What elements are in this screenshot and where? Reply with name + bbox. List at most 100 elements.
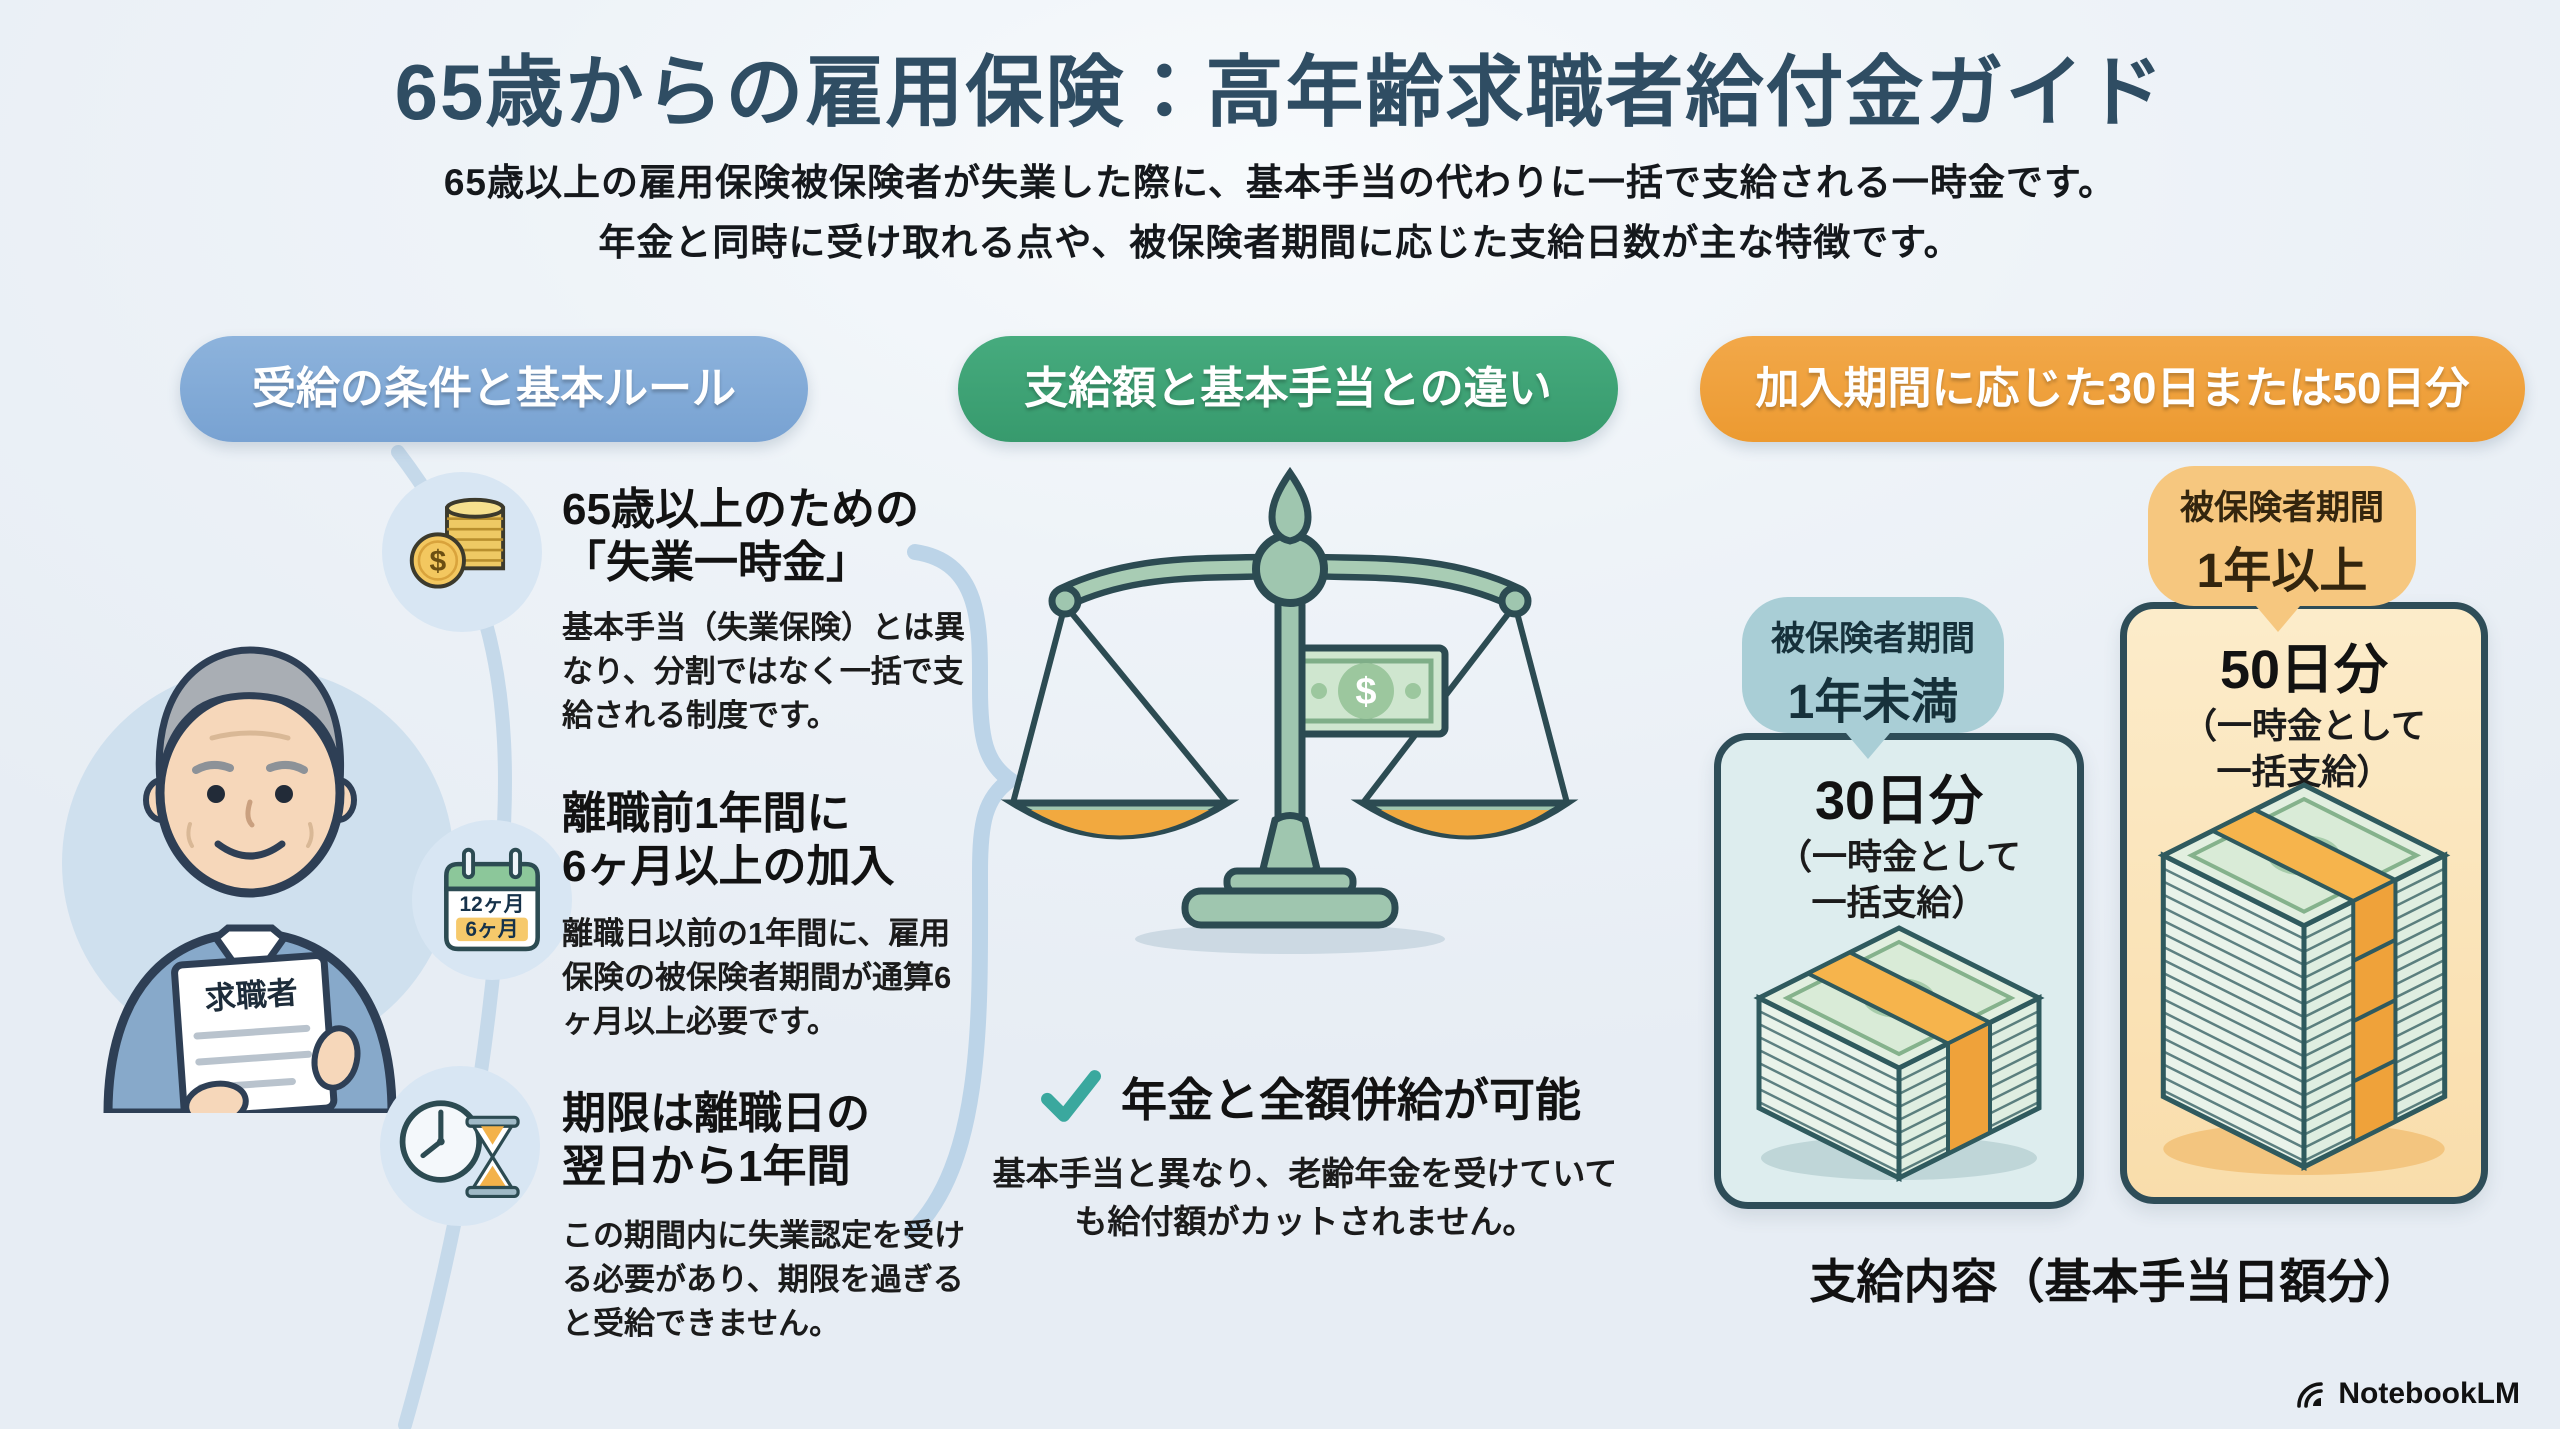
hourglass-bottom-bar: [465, 1185, 520, 1199]
section-header-days: 加入期間に応じた30日または50日分: [1700, 336, 2525, 442]
scale-pole: [1274, 591, 1306, 834]
cheek-line-left: [186, 822, 194, 848]
money-stack-30: $: [1749, 922, 2049, 1184]
item1-heading-line1: 65歳以上のための: [562, 485, 919, 534]
bubble-under-tail: [1846, 733, 1890, 759]
paper-line: [193, 1024, 311, 1040]
eye-right: [275, 785, 293, 803]
item2-heading-line1: 離職前1年間に: [562, 789, 851, 838]
scale-string: [1062, 603, 1230, 805]
senior-jobseeker-illustration: 求職者: [62, 646, 454, 1113]
item3-heading-line2: 翌日から1年間: [562, 1141, 851, 1191]
calendar-row-6months: 6ヶ月: [465, 918, 518, 941]
scale-hook-left: [1048, 584, 1082, 618]
item3-body: この期間内に失業認定を受ける必要があり、期限を過ぎると受給できません。: [562, 1218, 965, 1342]
bubble-over-1year: 被保険者期間 1年以上: [2148, 466, 2416, 632]
bubble-over-line1: 被保険者期間: [2180, 489, 2384, 527]
deadline-icon-circle: [380, 1066, 540, 1226]
subtitle-line2: 年金と同時に受け取れる点や、被保険者期間に応じた支給日数が主な特徴です。: [598, 222, 1962, 263]
bubble-over-line2: 1年以上: [2196, 545, 2368, 598]
scale-shadow: [1135, 924, 1445, 954]
clock-hourglass-icon: [399, 1100, 520, 1199]
card-30days-note2: 一括支給）: [1811, 883, 1987, 923]
page-title: 65歳からの雇用保険：高年齢求職者給付金ガイド: [394, 48, 2166, 136]
clock-center: [437, 1137, 445, 1146]
calendar-header: [444, 861, 540, 892]
brace-decor: [904, 544, 1024, 1240]
dollar-coin-inner: [417, 540, 459, 581]
section-header-compare: 支給額と基本手当との違い: [958, 336, 1618, 442]
scale-string: [1512, 604, 1570, 804]
item2-heading: 離職前1年間に 6ヶ月以上の加入: [562, 788, 982, 894]
calendar-ring: [461, 847, 476, 880]
banknote-dot: [1405, 683, 1421, 699]
scale-plinth-bottom: [1181, 887, 1399, 929]
eyebrow-left: [192, 761, 234, 774]
forehead-wrinkle: [209, 730, 291, 741]
scale-hub: [1252, 531, 1328, 607]
calendar-ring: [508, 847, 523, 880]
card-50days: 50日分 （一時金として 一括支給）: [2120, 602, 2488, 1204]
pension-point-text: 年金と全額併給が可能: [1121, 1074, 1581, 1126]
notebooklm-label: NotebookLM: [2338, 1377, 2520, 1410]
scale-string: [1010, 604, 1068, 804]
notebooklm-icon: [2297, 1382, 2324, 1408]
banknote-dot: [1311, 683, 1327, 699]
eye-left: [207, 785, 225, 803]
dollar-sign: $: [430, 545, 447, 578]
calendar-icon-circle: 12ヶ月 6ヶ月: [412, 820, 572, 980]
band-segment-line: [2352, 998, 2397, 1024]
paper-label: 求職者: [204, 975, 299, 1016]
check-icon: [1041, 1070, 1101, 1122]
scale-finial: [1268, 466, 1312, 545]
banknote-dollar: $: [1355, 671, 1376, 713]
payment-caption: 支給内容（基本手当日額分）: [1809, 1255, 2421, 1308]
eyebrow-right: [266, 761, 308, 774]
subtitle-line1: 65歳以上の雇用保険被保険者が失業した際に、基本手当の代わりに一括で支給される一…: [443, 162, 2117, 203]
band-segment-line: [2352, 938, 2397, 963]
cheek-line-right: [306, 822, 314, 848]
bubble-over-tail: [2256, 606, 2300, 632]
item1-heading: 65歳以上のための 「失業一時金」: [562, 484, 982, 590]
item3-heading-line1: 期限は離職日の: [562, 1089, 870, 1138]
calendar-icon: 12ヶ月 6ヶ月: [444, 847, 540, 952]
bubble-under-1year: 被保険者期間 1年未満: [1742, 597, 2004, 759]
section-header-rules: 受給の条件と基本ルール: [180, 336, 808, 442]
pension-point-row: 年金と全額併給が可能: [990, 1064, 1630, 1130]
balance-scale-illustration: $: [1000, 466, 1579, 954]
item1-body: 基本手当（失業保険）とは異なり、分割ではなく一括で支給される制度です。: [562, 610, 965, 734]
card-30days-title: 30日分: [1814, 771, 1984, 831]
hourglass-bottom-sand: [478, 1165, 507, 1188]
item3-heading: 期限は離職日の 翌日から1年間: [562, 1088, 982, 1194]
scale-pole-vase: [1258, 812, 1322, 880]
notebooklm-brand: NotebookLM: [2294, 1377, 2520, 1411]
hourglass-top-sand: [481, 1126, 505, 1145]
nose: [245, 799, 255, 828]
calendar-highlight: [456, 917, 528, 942]
bubble-under-line1: 被保険者期間: [1771, 620, 1975, 658]
smile: [214, 840, 286, 860]
gray-hair: [155, 646, 345, 784]
hanging-banknote: $: [1283, 644, 1449, 738]
band-segment-line: [2352, 1058, 2397, 1084]
scale-hook-right: [1498, 584, 1532, 618]
hand-left: [183, 1080, 249, 1113]
coin-stack-top: [445, 497, 506, 519]
money-stack-50: $: [2153, 779, 2455, 1181]
card-30days-note1: （一時金として: [1777, 838, 2021, 877]
coins-icon-circle: $: [382, 472, 542, 632]
item2-body: 離職日以前の1年間に、雇用保険の被保険者期間が通算6ヶ月以上必要です。: [562, 916, 952, 1040]
calendar-row-12months: 12ヶ月: [460, 893, 525, 916]
scale-pan-right: [1350, 799, 1579, 840]
paper-line: [195, 1050, 313, 1066]
hand-right: [311, 1025, 361, 1091]
scale-pan-left: [1000, 799, 1240, 840]
card-50days-note1: （一時金として: [2182, 707, 2426, 746]
item1-heading-line2: 「失業一時金」: [562, 537, 870, 587]
pension-point-body: 基本手当と異なり、老齢年金を受けていても給付額がカットされません。: [992, 1155, 1618, 1240]
coins-icon: $: [409, 497, 506, 589]
card-30days: 30日分 （一時金として 一括支給） $: [1714, 733, 2084, 1209]
card-50days-title: 50日分: [2219, 640, 2389, 700]
item2-heading-line2: 6ヶ月以上の加入: [562, 841, 895, 891]
